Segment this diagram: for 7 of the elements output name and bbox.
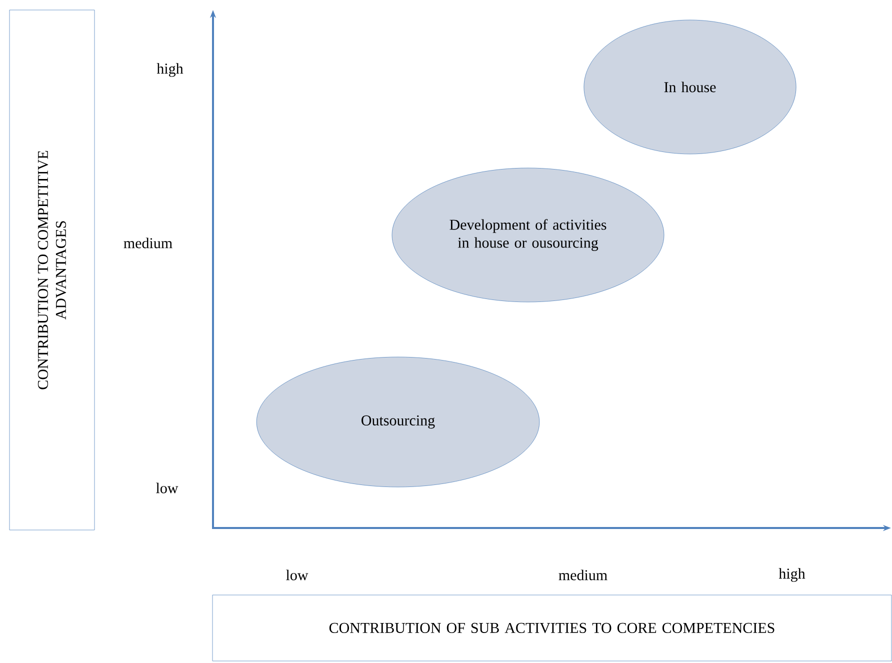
- axis-title-box: CONTRIBUTION OF SUB ACTIVITIES TO CORE COMPETENCIES: [212, 594, 892, 662]
- tick-label: high: [156, 63, 184, 77]
- tick-label: medium: [124, 238, 172, 248]
- axis-title-box: CONTRIBUTION TO COMPETITIVE ADVANTAGES: [9, 10, 95, 530]
- tick-label: low: [156, 482, 178, 494]
- tick-label: low: [286, 570, 308, 580]
- tick-label: medium: [558, 570, 608, 580]
